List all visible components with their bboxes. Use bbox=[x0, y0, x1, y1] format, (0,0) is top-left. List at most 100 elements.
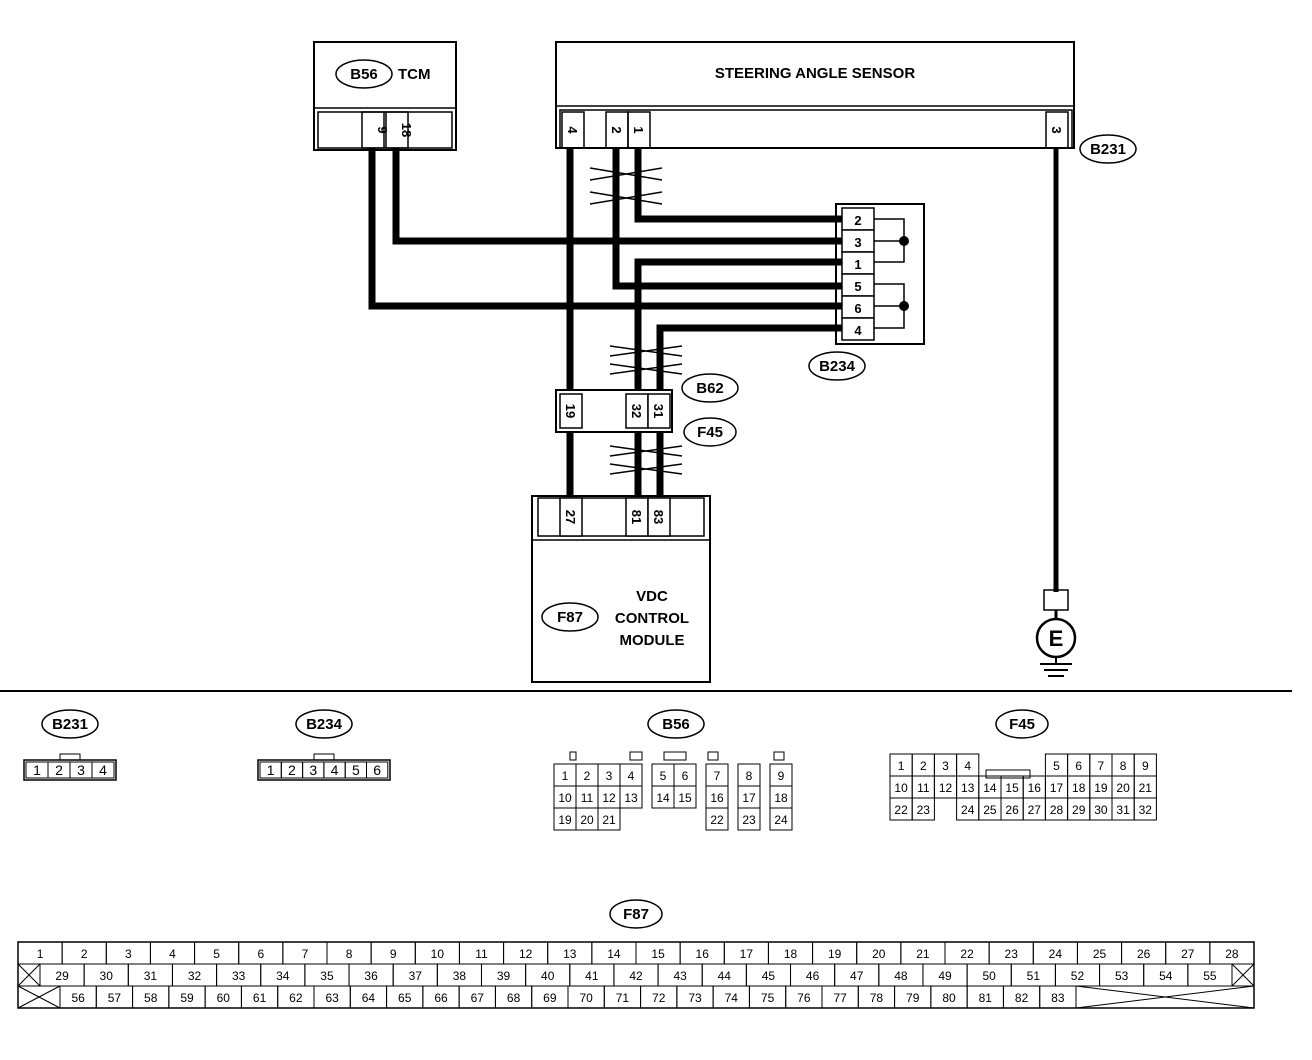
f87-pin-8: 8 bbox=[346, 947, 353, 961]
f87-pin-70: 70 bbox=[579, 991, 593, 1005]
b56-pin-7: 7 bbox=[714, 769, 721, 783]
b234-pin-5: 5 bbox=[854, 279, 861, 294]
f87-pin-64: 64 bbox=[362, 991, 376, 1005]
b234-pin-5: 5 bbox=[352, 762, 360, 778]
f87-pin-42: 42 bbox=[629, 969, 643, 983]
b56-pin-24: 24 bbox=[774, 813, 788, 827]
f45-pin-29: 29 bbox=[1072, 803, 1086, 817]
f87-pin-48: 48 bbox=[894, 969, 908, 983]
f45-pin-5: 5 bbox=[1053, 759, 1060, 773]
f45-pin-18: 18 bbox=[1072, 781, 1086, 795]
f87-pin-7: 7 bbox=[302, 947, 309, 961]
sensor-pin-2: 2 bbox=[609, 126, 624, 133]
f87-pin-53: 53 bbox=[1115, 969, 1129, 983]
f87-pin-38: 38 bbox=[453, 969, 467, 983]
f87-pin-21: 21 bbox=[916, 947, 930, 961]
f87-pin-82: 82 bbox=[1015, 991, 1029, 1005]
b234-pin-1: 1 bbox=[267, 762, 275, 778]
f87-pin-72: 72 bbox=[652, 991, 666, 1005]
b234-pin-4: 4 bbox=[854, 323, 862, 338]
b56-pin-16: 16 bbox=[710, 791, 724, 805]
f45-pin-2: 2 bbox=[920, 759, 927, 773]
f87-pin-36: 36 bbox=[364, 969, 378, 983]
f87-pin-52: 52 bbox=[1071, 969, 1085, 983]
b56-pin-13: 13 bbox=[624, 791, 638, 805]
b56-pin-23-cell bbox=[737, 807, 761, 831]
f87-pin-80: 80 bbox=[942, 991, 956, 1005]
twist-marks bbox=[589, 167, 683, 475]
sensor-connector-code: B231 bbox=[1090, 141, 1126, 158]
f87-pin-17: 17 bbox=[740, 947, 754, 961]
f87-pin-54: 54 bbox=[1159, 969, 1173, 983]
f87-pin-15: 15 bbox=[651, 947, 665, 961]
tcm-code-oval bbox=[335, 59, 393, 89]
f87-pin-81: 81 bbox=[979, 991, 993, 1005]
f45-pin-32: 32 bbox=[1139, 803, 1153, 817]
f87-blank-cell bbox=[17, 963, 41, 987]
vdc-code: F87 bbox=[557, 609, 583, 626]
ground-symbol: E bbox=[1049, 626, 1064, 651]
b56-pin-9: 9 bbox=[778, 769, 785, 783]
b56-pin-15-cell bbox=[673, 785, 697, 809]
harness-pin-19: 19 bbox=[563, 404, 578, 418]
f87-pin-10: 10 bbox=[431, 947, 445, 961]
b56-pin-22-cell bbox=[705, 807, 729, 831]
f45-pin-24: 24 bbox=[961, 803, 975, 817]
f45-pin-3: 3 bbox=[942, 759, 949, 773]
f87-pin-27: 27 bbox=[1181, 947, 1195, 961]
f87-pin-47: 47 bbox=[850, 969, 864, 983]
f87-pin-56: 56 bbox=[71, 991, 85, 1005]
f87-blank-cell bbox=[1231, 963, 1255, 987]
f87-pin-57: 57 bbox=[108, 991, 122, 1005]
f87-pin-68: 68 bbox=[507, 991, 521, 1005]
b56-pin-3: 3 bbox=[606, 769, 613, 783]
f87-pin-25: 25 bbox=[1093, 947, 1107, 961]
b56-pin-18: 18 bbox=[774, 791, 788, 805]
f87-pin-9: 9 bbox=[390, 947, 397, 961]
tcm-name: TCM bbox=[398, 66, 431, 83]
f87-pin-31: 31 bbox=[144, 969, 158, 983]
f87-pin-20: 20 bbox=[872, 947, 886, 961]
f87-blank-cell bbox=[1075, 985, 1255, 1009]
vdc-control-module: 27 81 83 F87 VDC CONTROL MODULE bbox=[531, 495, 711, 683]
f87-pin-55: 55 bbox=[1203, 969, 1217, 983]
tcm-pin-18: 18 bbox=[399, 123, 414, 137]
f87-pin-44: 44 bbox=[718, 969, 732, 983]
f45-pin-23-cell bbox=[911, 797, 935, 821]
b231-pin-4-cell bbox=[91, 761, 115, 779]
f87-pin-71: 71 bbox=[616, 991, 630, 1005]
f45-pin-10: 10 bbox=[894, 781, 908, 795]
f45-pin-31: 31 bbox=[1116, 803, 1130, 817]
f87-pin-11: 11 bbox=[475, 947, 488, 961]
sensor-pin-4: 4 bbox=[565, 126, 580, 134]
f87-pin-12: 12 bbox=[519, 947, 533, 961]
harness-pin-31: 31 bbox=[651, 404, 666, 418]
tcm-code: B56 bbox=[350, 66, 378, 83]
b56-pin-22: 22 bbox=[710, 813, 724, 827]
b234-pin-4: 4 bbox=[331, 762, 339, 778]
view-f45-code: F45 bbox=[1009, 716, 1035, 733]
f87-pin-58: 58 bbox=[144, 991, 158, 1005]
f45-pin-8: 8 bbox=[1120, 759, 1127, 773]
b56-pin-2: 2 bbox=[584, 769, 591, 783]
f45-pin-6: 6 bbox=[1075, 759, 1082, 773]
f87-pin-29: 29 bbox=[55, 969, 69, 983]
b56-pin-20: 20 bbox=[580, 813, 594, 827]
f87-pin-45: 45 bbox=[762, 969, 776, 983]
f87-pin-16: 16 bbox=[696, 947, 710, 961]
b56-pin-6: 6 bbox=[682, 769, 689, 783]
b56-pin-4: 4 bbox=[628, 769, 635, 783]
vdc-name-line-1: VDC bbox=[636, 588, 668, 605]
f45-pin-15: 15 bbox=[1005, 781, 1019, 795]
f87-pin-83-cell bbox=[1039, 985, 1077, 1009]
f87-pin-65: 65 bbox=[398, 991, 412, 1005]
f87-pin-34: 34 bbox=[276, 969, 290, 983]
b56-pin-15: 15 bbox=[678, 791, 692, 805]
view-b234-code: B234 bbox=[306, 716, 343, 733]
f87-pin-22: 22 bbox=[960, 947, 974, 961]
f87-pin-28: 28 bbox=[1225, 947, 1239, 961]
